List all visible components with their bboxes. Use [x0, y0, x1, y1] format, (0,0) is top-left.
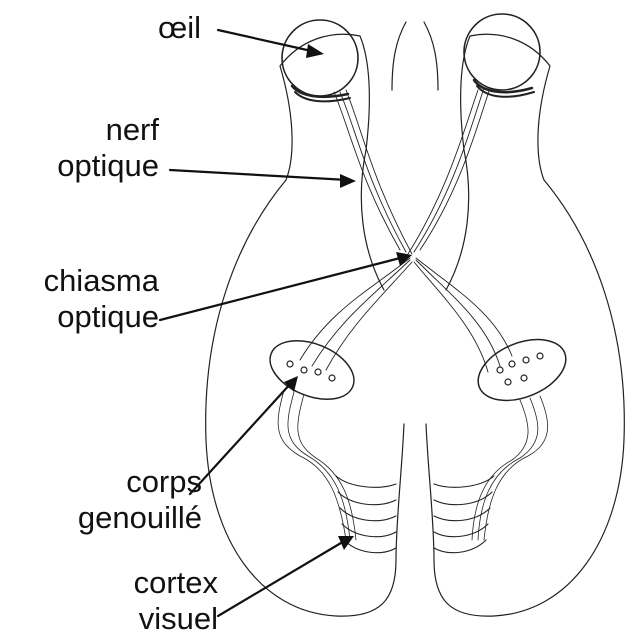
label-corps-genouille: corps genouillé — [78, 464, 202, 536]
visual-cortex-right — [434, 476, 494, 553]
optic-radiations — [278, 390, 548, 540]
brain-outline-left — [206, 34, 404, 616]
label-chiasma-line2: optique — [44, 299, 159, 335]
label-corps-line2: genouillé — [78, 500, 202, 536]
medial-line-left — [392, 22, 406, 90]
geniculate-body-right — [469, 328, 575, 413]
medial-line-right — [424, 22, 438, 90]
leader-chiasma — [160, 257, 404, 320]
arrowhead-nerf — [340, 174, 356, 188]
arrowhead-oeil — [306, 44, 324, 58]
label-chiasma-line1: chiasma — [44, 263, 159, 299]
leader-oeil — [218, 30, 316, 52]
label-cortex-line1: cortex — [134, 565, 218, 601]
right-eye — [464, 14, 540, 97]
left-eye — [282, 20, 358, 101]
label-oeil: œil — [158, 10, 201, 46]
leader-cortex — [218, 540, 346, 616]
brain-outline-right — [426, 34, 624, 616]
leader-corps — [190, 382, 292, 494]
label-chiasma-optique: chiasma optique — [44, 263, 159, 335]
label-corps-line1: corps — [78, 464, 202, 500]
label-nerf-line2: optique — [57, 148, 159, 184]
label-cortex-line2: visuel — [134, 601, 218, 637]
arrowhead-chiasma — [396, 252, 412, 266]
label-nerf-line1: nerf — [57, 112, 159, 148]
leader-nerf — [170, 170, 348, 180]
label-nerf-optique: nerf optique — [57, 112, 159, 184]
label-oeil-text: œil — [158, 10, 201, 46]
label-cortex-visuel: cortex visuel — [134, 565, 218, 637]
